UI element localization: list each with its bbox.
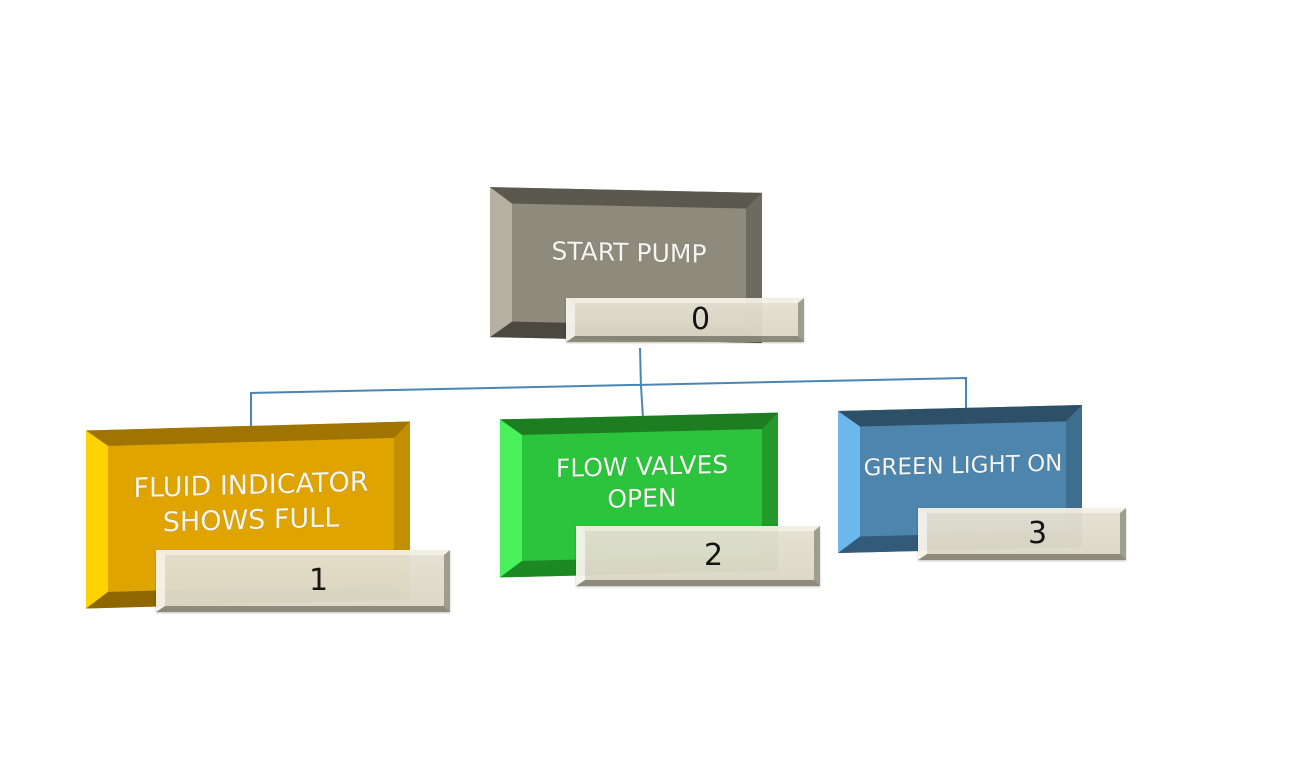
node-number-tag: 1 [156, 550, 450, 612]
node-label: GREEN LIGHT ON [863, 450, 1063, 482]
connector-horizontal-bus [250, 376, 967, 430]
connector-root-down [639, 347, 642, 389]
node-number: 3 [1027, 516, 1048, 551]
node-number: 2 [703, 538, 724, 573]
node-number: 0 [690, 302, 711, 337]
node-number: 1 [308, 563, 329, 598]
node-label: START PUMP [551, 236, 707, 269]
node-label: FLUID INDICATOR SHOWS FULL [133, 466, 369, 539]
node-number-tag: 3 [918, 508, 1126, 560]
node-label: FLOW VALVES OPEN [555, 449, 729, 514]
node-number-tag: 2 [576, 526, 820, 586]
node-number-tag: 0 [566, 298, 804, 342]
connector-to-child-2 [640, 385, 644, 419]
